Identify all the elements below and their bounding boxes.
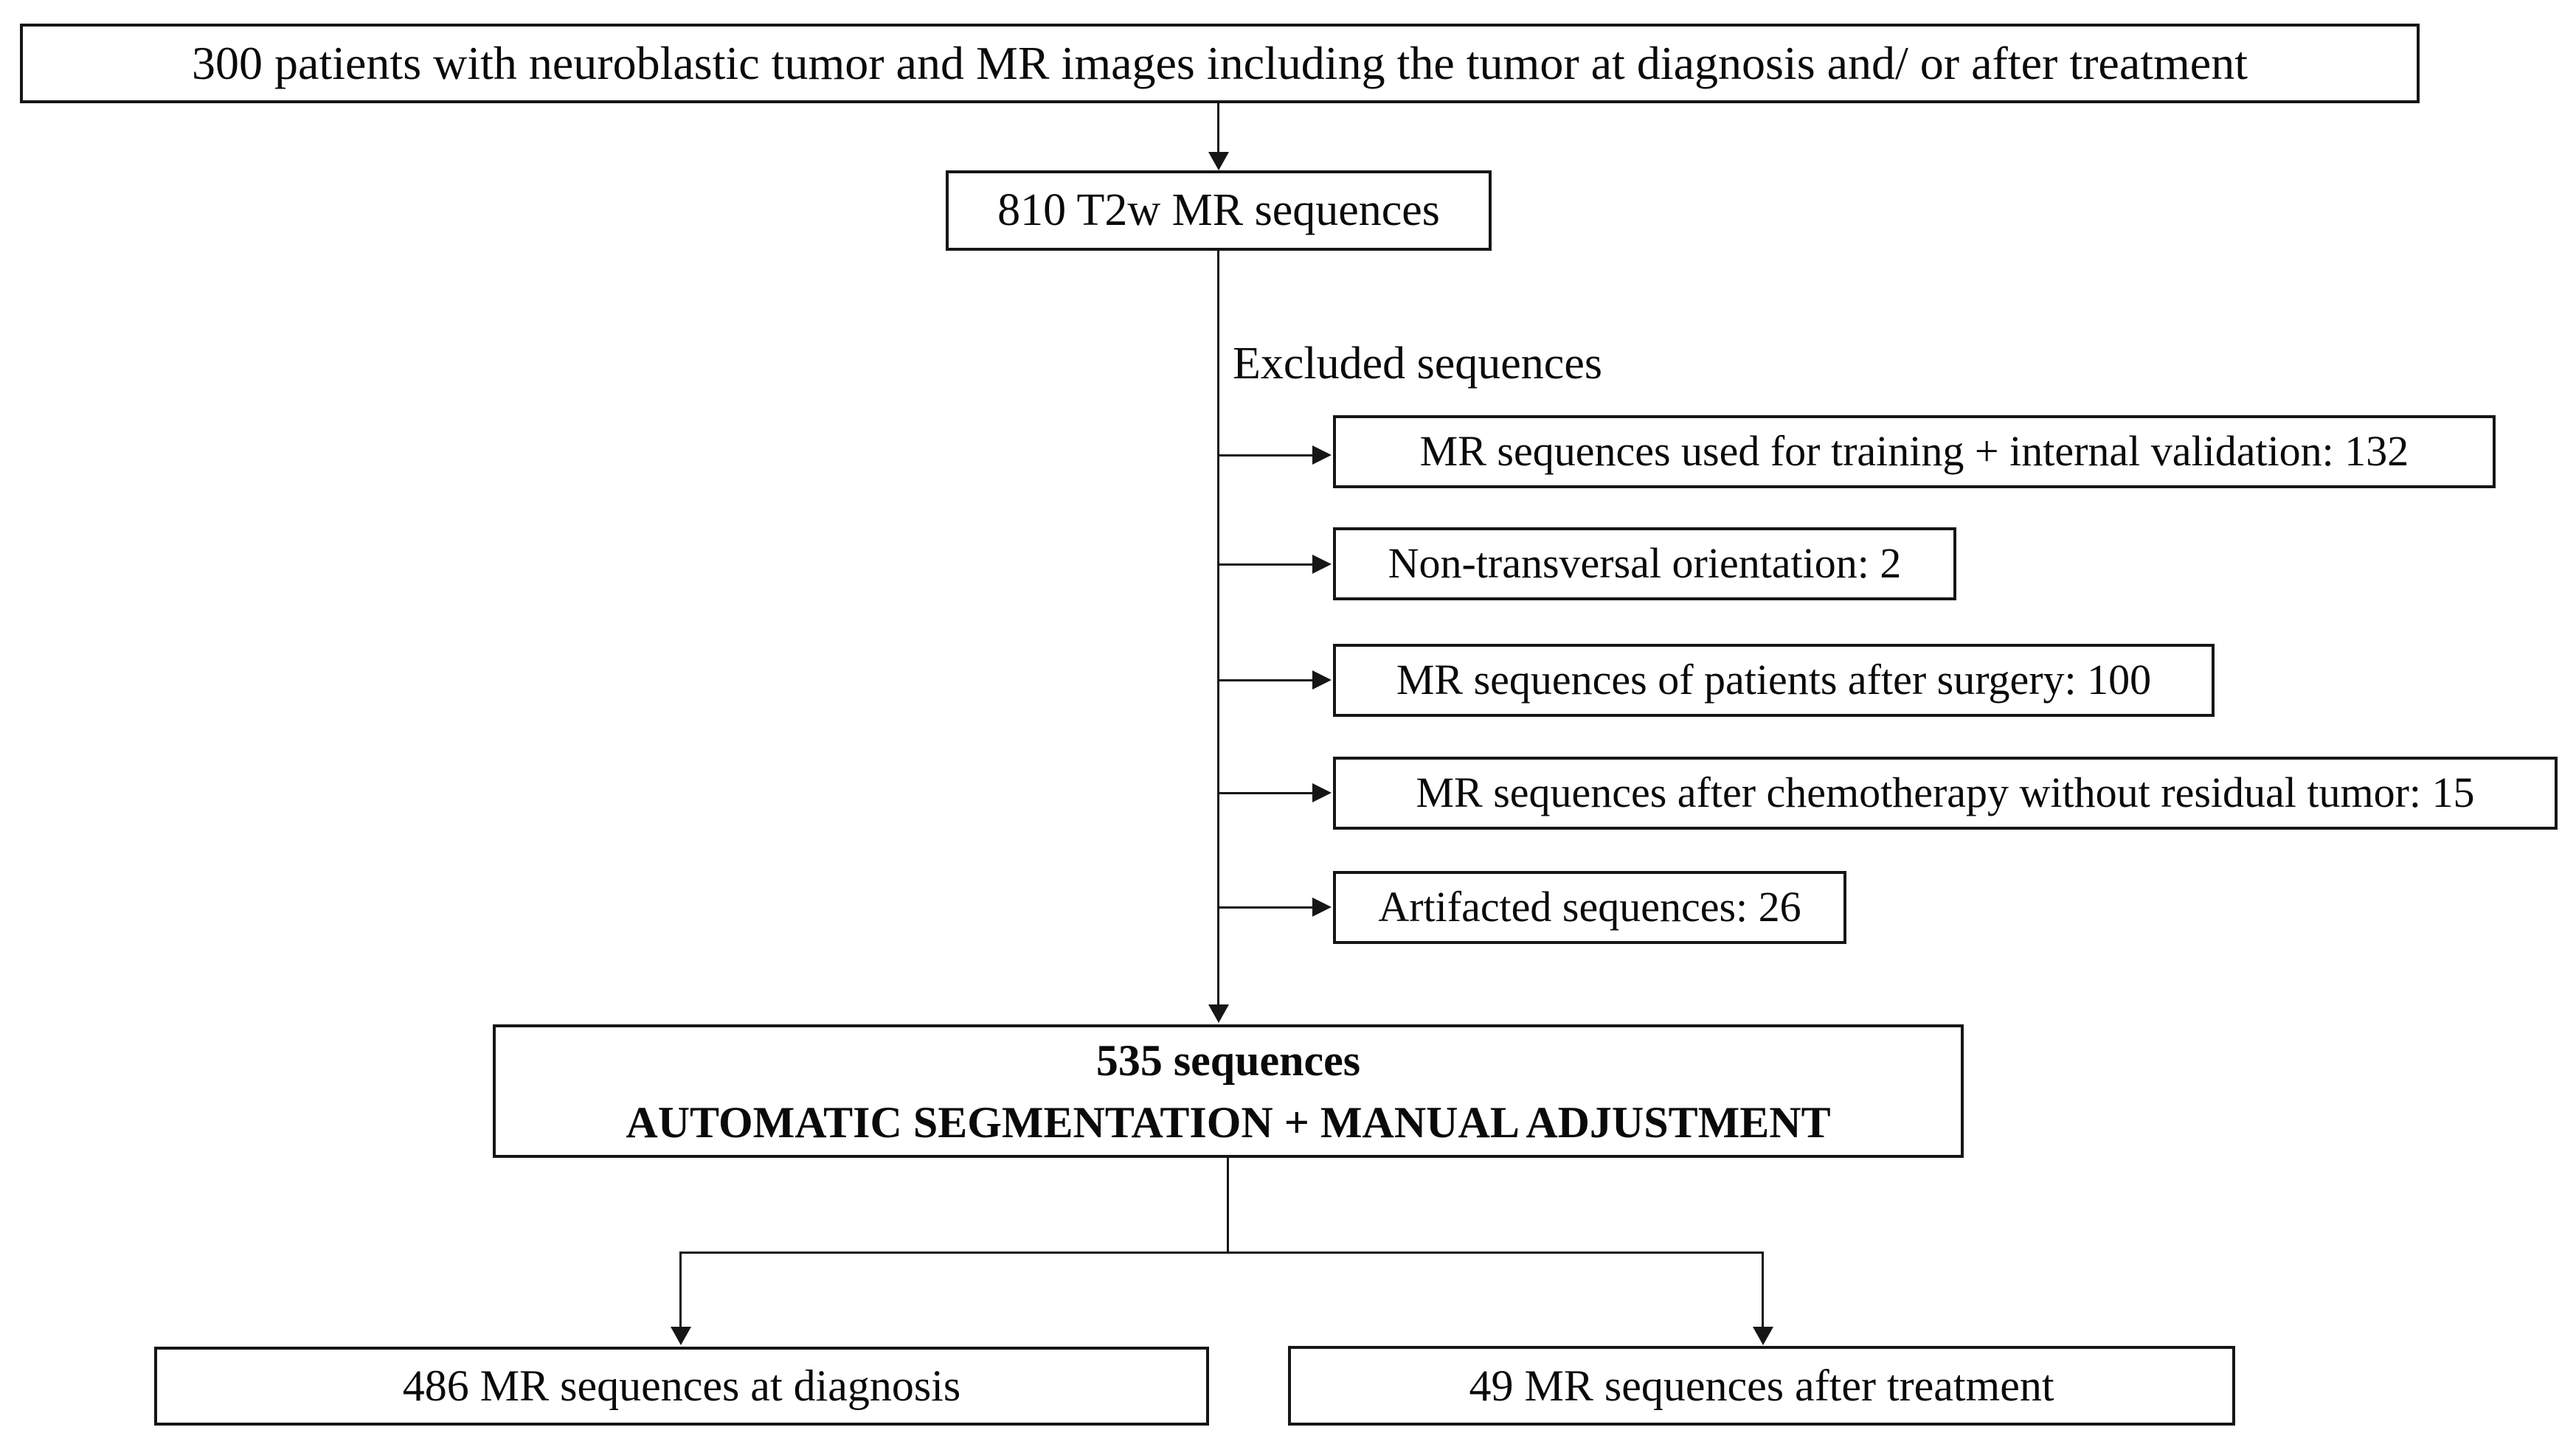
branch-arrowhead-4 — [1312, 783, 1332, 802]
split-line — [679, 1252, 1764, 1254]
box-patients: 300 patients with neuroblastic tumor and… — [20, 24, 2420, 103]
box-diagnosis: 486 MR sequences at diagnosis — [154, 1347, 1209, 1426]
box-excluded-artifacted: Artifacted sequences: 26 — [1333, 871, 1846, 944]
branch-line-5 — [1218, 906, 1312, 909]
arrowhead-to-after-treatment — [1753, 1327, 1773, 1345]
box-excluded-artifacted-label: Artifacted sequences: 26 — [1378, 883, 1801, 931]
box-t2w-sequences-label: 810 T2w MR sequences — [997, 184, 1440, 235]
box-t2w-sequences: 810 T2w MR sequences — [946, 170, 1492, 251]
branch-line-4 — [1218, 792, 1312, 794]
branch-line-2 — [1218, 563, 1312, 566]
box-excluded-after-surgery: MR sequences of patients after surgery: … — [1333, 644, 2215, 717]
box-diagnosis-label: 486 MR sequences at diagnosis — [402, 1361, 961, 1410]
branch-arrowhead-2 — [1312, 555, 1332, 574]
box-after-treatment: 49 MR sequences after treatment — [1288, 1346, 2235, 1426]
arrowhead-to-diagnosis — [671, 1327, 691, 1345]
branch-line-1 — [1218, 454, 1312, 457]
branch-arrowhead-5 — [1312, 898, 1332, 917]
branch-arrowhead-3 — [1312, 670, 1332, 690]
arm-to-diagnosis — [679, 1252, 682, 1327]
box-excluded-training-validation: MR sequences used for training + interna… — [1333, 415, 2496, 488]
trunk-t2w-to-segmentation — [1217, 251, 1219, 1005]
box-excluded-chemotherapy-label: MR sequences after chemotherapy without … — [1416, 768, 2475, 817]
arrowhead-to-segmentation — [1208, 1004, 1229, 1023]
box-excluded-non-transversal-label: Non-transversal orientation: 2 — [1388, 539, 1902, 588]
branch-arrowhead-1 — [1312, 445, 1332, 465]
box-excluded-after-surgery-label: MR sequences of patients after surgery: … — [1396, 656, 2152, 704]
arm-to-after-treatment — [1762, 1252, 1764, 1327]
box-segmentation-label: 535 sequences AUTOMATIC SEGMENTATION + M… — [611, 1030, 1845, 1153]
box-after-treatment-label: 49 MR sequences after treatment — [1469, 1361, 2054, 1410]
arrowhead-patients-to-t2w — [1208, 152, 1229, 170]
box-excluded-chemotherapy: MR sequences after chemotherapy without … — [1333, 757, 2558, 830]
box-excluded-non-transversal: Non-transversal orientation: 2 — [1333, 527, 1956, 600]
box-patients-label: 300 patients with neuroblastic tumor and… — [192, 37, 2248, 90]
segmentation-count-line: 535 sequences — [1095, 1035, 1361, 1085]
stem-segmentation-to-split — [1227, 1158, 1229, 1254]
box-excluded-training-validation-label: MR sequences used for training + interna… — [1419, 427, 2409, 476]
segmentation-method-line: AUTOMATIC SEGMENTATION + MANUAL ADJUSTME… — [626, 1097, 1831, 1147]
branch-line-3 — [1218, 679, 1312, 681]
excluded-sequences-label: Excluded sequences — [1233, 339, 1602, 389]
connector-patients-to-t2w — [1217, 103, 1219, 152]
box-segmentation: 535 sequences AUTOMATIC SEGMENTATION + M… — [493, 1024, 1964, 1158]
